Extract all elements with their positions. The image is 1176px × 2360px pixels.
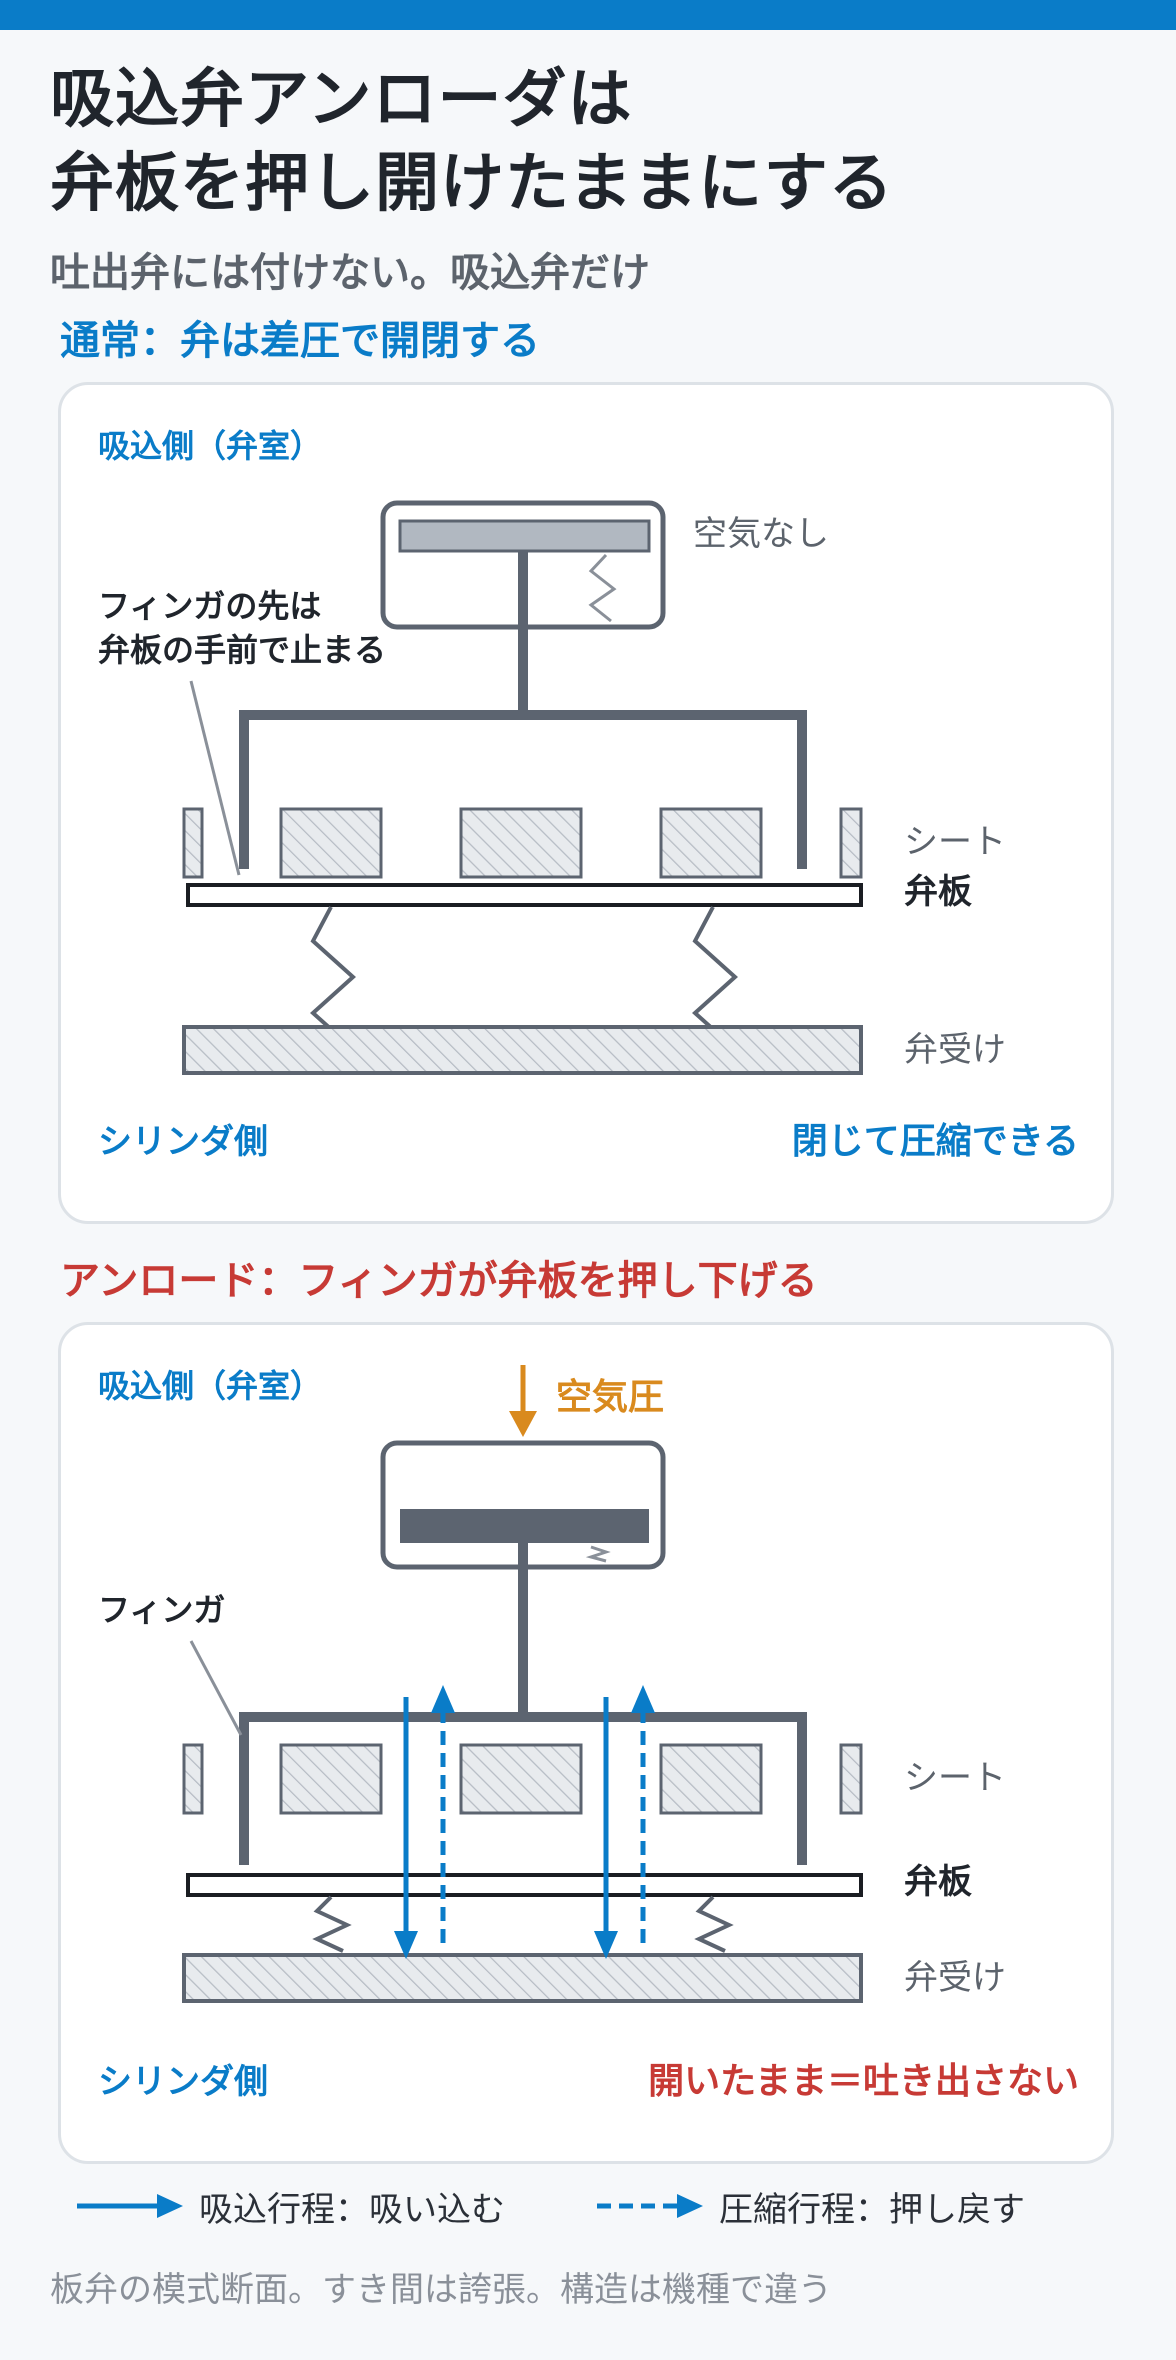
footnote: 板弁の模式断面。すき間は誇張。構造は機種で違う	[50, 2270, 832, 2310]
unload-valve-plate	[186, 1873, 863, 1897]
normal-diagram: 吸込側（弁室） 空気なし フィンガの先は 弁板の手前で止まる シート 弁板 弁受…	[98, 427, 1079, 1162]
legend-compression-stroke: 圧縮行程：押し戻す	[595, 2180, 1025, 2232]
legend-compression-stroke-label: 圧縮行程：押し戻す	[719, 2189, 1025, 2230]
normal-diagram-panel: 吸込側（弁室） 空気なし フィンガの先は 弁板の手前で止まる シート 弁板 弁受…	[58, 382, 1114, 1224]
compression-flow-arrow-head	[431, 1685, 455, 1713]
normal-valve-plate	[186, 883, 863, 907]
normal-finger-yoke	[239, 710, 807, 869]
page-subtitle: 吐出弁には付けない。吸込弁だけ	[50, 250, 650, 296]
normal-suction-side-label: 吸込側（弁室）	[98, 427, 322, 465]
unload-section-title: アンロード：フィンガが弁板を押し下げる	[60, 1258, 818, 1304]
page-title-line1: 吸込弁アンローダは	[50, 63, 633, 137]
normal-seat-right-edge	[839, 807, 863, 879]
unload-piston	[400, 1509, 649, 1543]
dashed-arrow-icon	[597, 2194, 703, 2218]
normal-actuator-spring	[588, 553, 617, 623]
unload-plate-spring	[694, 1895, 734, 1953]
legend-suction-stroke-label: 吸込行程：吸い込む	[199, 2189, 505, 2230]
normal-seat-block	[659, 807, 763, 879]
unload-diagram-panel: 吸込側（弁室） 空気圧 フィンガ シート 弁板 弁受け	[58, 1322, 1114, 2164]
unload-finger-label: フィンガ	[98, 1591, 225, 1629]
air-pressure-arrow-head	[509, 1411, 537, 1437]
unload-finger-leader-line	[189, 1640, 243, 1736]
unload-guard-label: 弁受け	[904, 1958, 1006, 1998]
unload-diagram: 吸込側（弁室） 空気圧 フィンガ シート 弁板 弁受け	[98, 1365, 1079, 2102]
unload-plate-label: 弁板	[904, 1862, 972, 1902]
solid-arrow-icon	[77, 2194, 183, 2218]
normal-result-label: 閉じて圧縮できる	[792, 1121, 1079, 1162]
legend-suction-stroke: 吸込行程：吸い込む	[75, 2180, 505, 2232]
unload-seat-label: シート	[904, 1758, 1006, 1798]
unload-seat-right-edge	[839, 1743, 863, 1815]
suction-flow-arrow-head	[394, 1931, 418, 1959]
normal-section-title: 通常：弁は差圧で開閉する	[60, 318, 540, 364]
normal-seat-left-edge	[182, 807, 204, 879]
page-title: 吸込弁アンローダは 弁板を押し開けたままにする	[50, 58, 894, 226]
unload-actuator-spring	[585, 1545, 611, 1563]
legend: 吸込行程：吸い込む 圧縮行程：押し戻す	[75, 2180, 1095, 2232]
normal-guard-label: 弁受け	[904, 1030, 1006, 1070]
normal-cylinder-side-label: シリンダ側	[98, 1122, 268, 1162]
normal-seat-block	[459, 807, 583, 879]
page-title-line2: 弁板を押し開けたままにする	[50, 147, 894, 221]
normal-valve-guard	[182, 1025, 863, 1075]
normal-piston	[398, 519, 651, 553]
top-accent-bar	[0, 0, 1176, 30]
unload-result-label: 開いたまま＝吐き出さない	[648, 2061, 1079, 2102]
unload-air-label: 空気圧	[556, 1377, 664, 1418]
unload-finger-yoke	[239, 1712, 807, 1865]
normal-plate-label: 弁板	[904, 872, 972, 912]
suction-flow-arrow-head	[594, 1931, 618, 1959]
unload-valve-guard	[182, 1953, 863, 2003]
unload-seat-block	[459, 1743, 583, 1815]
compression-flow-arrow-head	[631, 1685, 655, 1713]
unload-cylinder-side-label: シリンダ側	[98, 2062, 268, 2102]
normal-finger-note-line2: 弁板の手前で止まる	[98, 631, 386, 669]
normal-finger-note-line1: フィンガの先は	[98, 587, 321, 625]
unload-seat-left-edge	[182, 1743, 204, 1815]
unload-seat-block	[659, 1743, 763, 1815]
normal-air-label: 空気なし	[693, 514, 829, 554]
normal-seat-label: シート	[904, 822, 1006, 862]
unload-plate-spring	[312, 1895, 352, 1953]
unload-suction-side-label: 吸込側（弁室）	[98, 1367, 322, 1405]
unload-seat-block	[279, 1743, 383, 1815]
normal-seat-block	[279, 807, 383, 879]
normal-finger-leader-line	[189, 680, 241, 876]
